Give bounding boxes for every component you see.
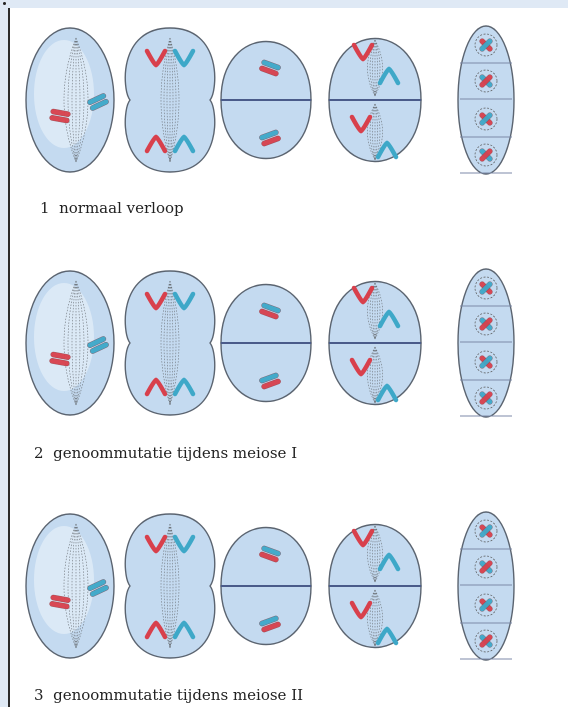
cell-stage-3	[221, 528, 311, 645]
cell-stage-5	[458, 512, 514, 660]
cell-stage-4	[329, 39, 421, 162]
cell-stage-4	[329, 525, 421, 648]
caption-row-3: 3 genoommutatie tijdens meiose II	[34, 686, 303, 704]
caption-row-2: 2 genoommutatie tijdens meiose I	[34, 444, 297, 462]
daughter-cell-bottom	[221, 586, 311, 645]
meiosis-row-1	[26, 26, 514, 174]
corner-marker	[3, 2, 6, 5]
cell-stage-3	[221, 285, 311, 402]
cell-stage-2	[125, 28, 214, 172]
caption-number: 2	[34, 444, 44, 462]
cell-stage-5	[458, 269, 514, 417]
cell-stage-1	[26, 514, 114, 658]
cell-stage-1	[26, 28, 114, 172]
cell-stage-5	[458, 26, 514, 174]
daughter-cell-bottom	[221, 100, 311, 159]
caption-row-1: 1 normaal verloop	[40, 199, 184, 217]
caption-number: 1	[40, 199, 50, 217]
caption-text: genoommutatie tijdens meiose II	[53, 686, 303, 704]
meiosis-illustration	[10, 8, 568, 707]
daughter-cell-top	[329, 525, 421, 587]
cell-stage-4	[329, 282, 421, 405]
cell-stage-2	[125, 514, 214, 658]
caption-number: 3	[34, 686, 44, 704]
daughter-cell-top	[329, 282, 421, 344]
daughter-cell-top	[329, 39, 421, 101]
daughter-cell-bottom	[221, 343, 311, 402]
meiosis-row-3	[26, 512, 514, 660]
cell-stage-2	[125, 271, 214, 415]
caption-text: normaal verloop	[59, 199, 184, 217]
cell-stage-3	[221, 42, 311, 159]
cell-stage-1	[26, 271, 114, 415]
meiosis-row-2	[26, 269, 514, 417]
figure-panel: 1 normaal verloop 2 genoommutatie tijden…	[8, 8, 568, 707]
caption-text: genoommutatie tijdens meiose I	[53, 444, 297, 462]
